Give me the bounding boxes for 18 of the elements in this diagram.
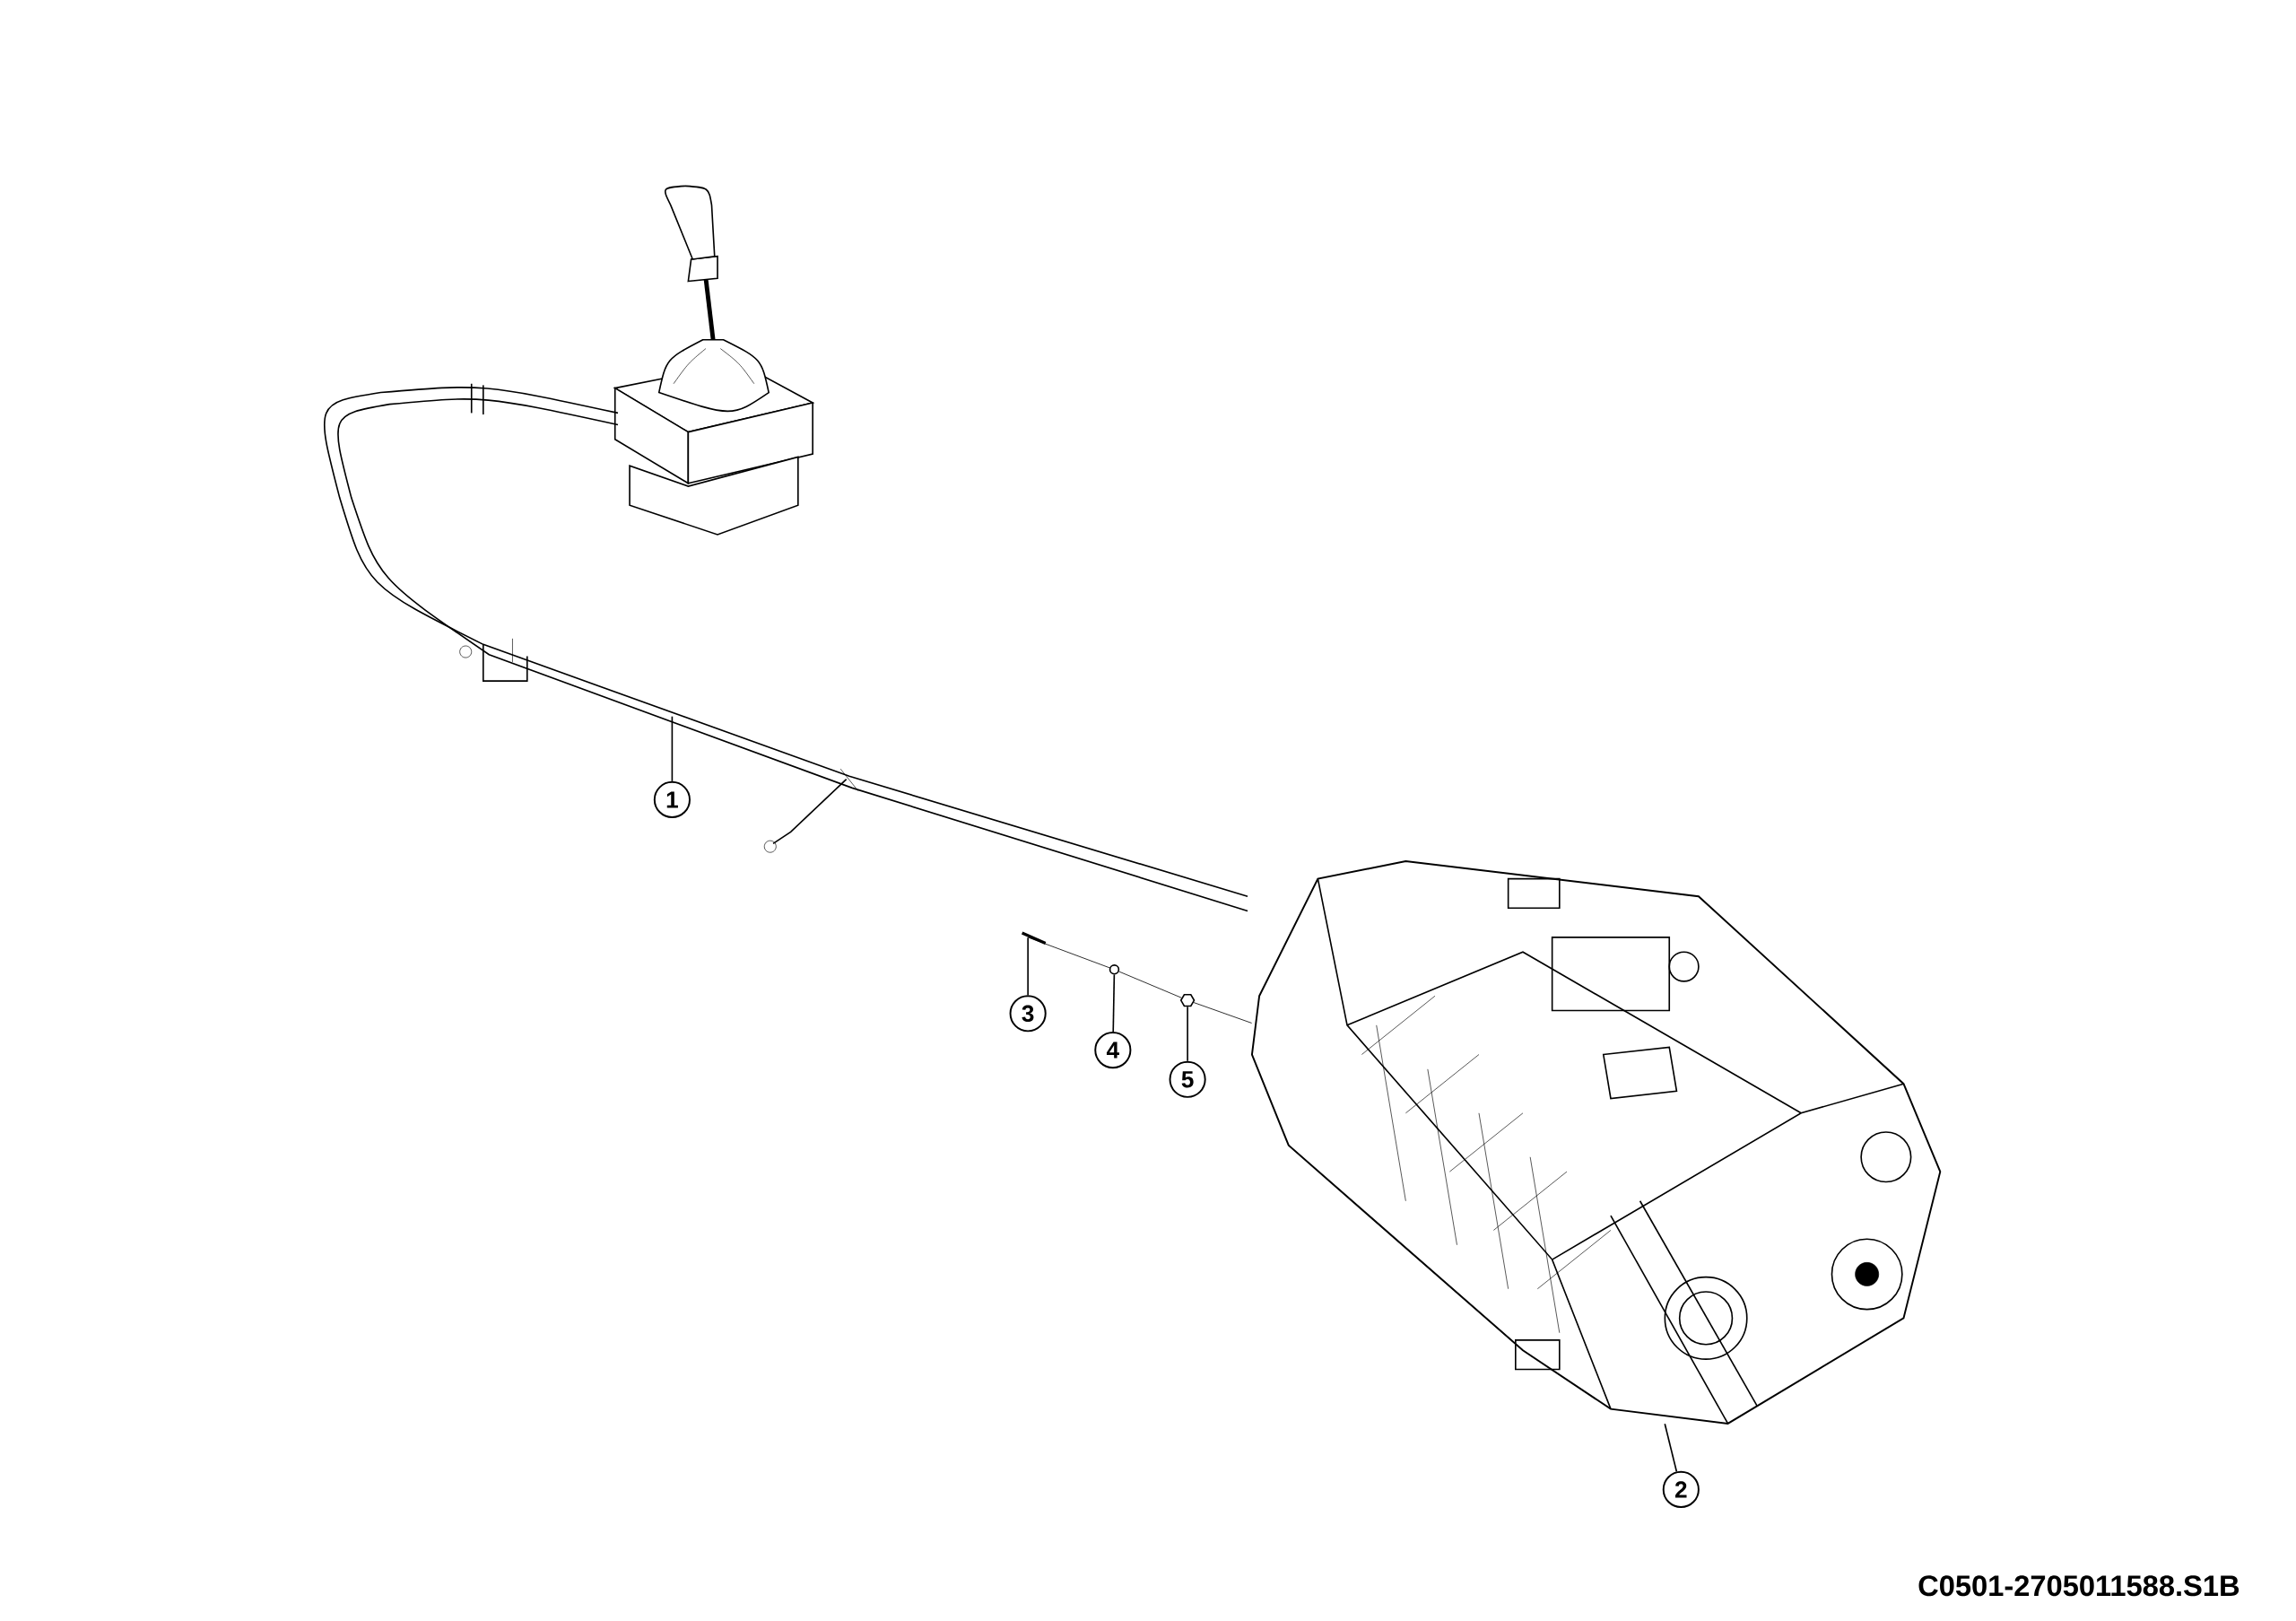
- washer-drawing: [1109, 963, 1120, 975]
- leader-line: [1112, 973, 1116, 1033]
- assembly-line: [1118, 971, 1182, 998]
- leader-line: [1027, 937, 1029, 996]
- callout-number: 4: [1094, 1031, 1132, 1069]
- leader-line: [671, 715, 674, 782]
- assembly-line: [1193, 1002, 1252, 1024]
- transmission-drawing: [1250, 859, 1942, 1425]
- drawing-number: C0501-2705011588.S1B: [1918, 1575, 2239, 1597]
- callout-number: 2: [1662, 1470, 1700, 1508]
- nut-drawing: [1179, 993, 1196, 1007]
- bolt-drawing: [1021, 931, 1047, 945]
- leader-line: [1187, 1006, 1188, 1062]
- gear-shifter-drawing: [324, 185, 1248, 912]
- callout-number: 3: [1009, 995, 1047, 1033]
- leader-line: [1664, 1423, 1678, 1473]
- callout-number: 5: [1169, 1060, 1206, 1098]
- assembly-line: [1028, 937, 1110, 969]
